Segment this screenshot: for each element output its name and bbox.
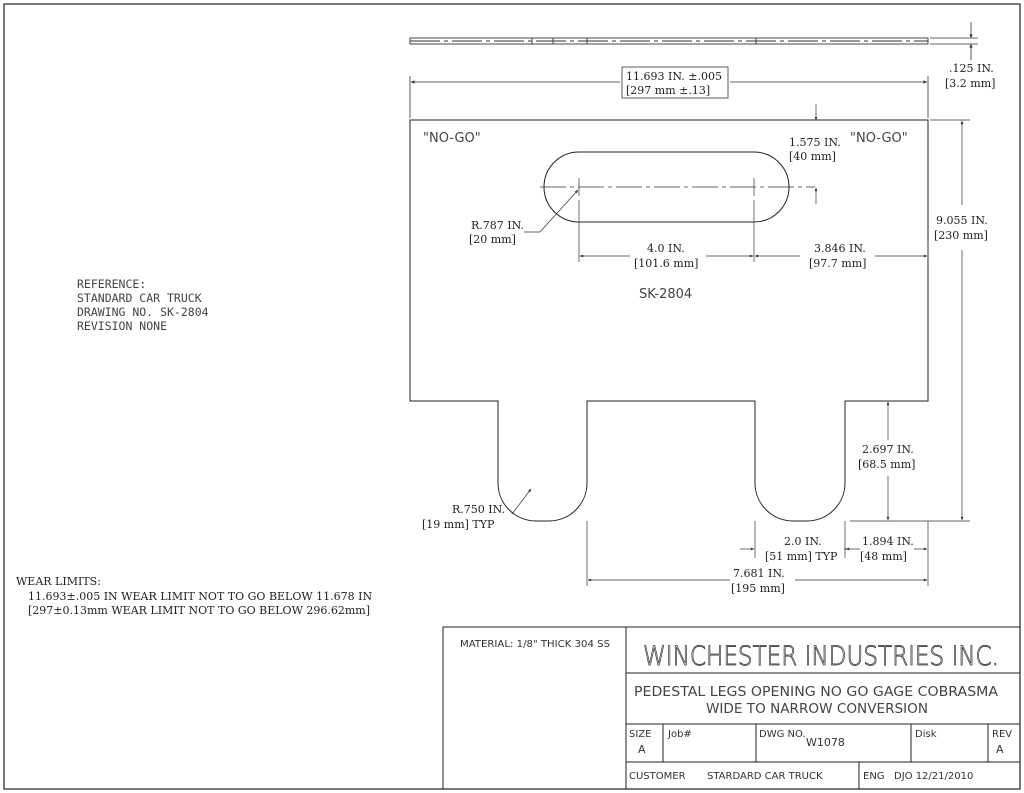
reference-line-1: STANDARD CAR TRUCK bbox=[77, 291, 202, 305]
slot-right-mm-label: [97.7 mm] bbox=[809, 257, 866, 270]
leg-width-in-label: 2.0 IN. bbox=[784, 535, 822, 548]
description-line-1: PEDESTAL LEGS OPENING NO GO GAGE COBRASM… bbox=[634, 685, 998, 700]
dwg-label: DWG NO. bbox=[759, 729, 806, 740]
rev-value: A bbox=[996, 743, 1004, 756]
width-in-label: 11.693 IN. ±.005 bbox=[626, 70, 722, 83]
thickness-in-label: .125 IN. bbox=[949, 62, 994, 75]
height-dimension bbox=[850, 119, 970, 522]
leg-radius-leader bbox=[511, 488, 532, 515]
height-in-label: 9.055 IN. bbox=[936, 214, 988, 227]
slot-center-in-label: 4.0 IN. bbox=[647, 242, 685, 255]
slot-right-in-label: 3.846 IN. bbox=[814, 242, 866, 255]
leg-span-in-label: 7.681 IN. bbox=[733, 567, 785, 580]
nogo-left-label: "NO-GO" bbox=[423, 131, 481, 146]
leg-offset-in-label: 1.894 IN. bbox=[862, 535, 914, 548]
slot-radius-in-label: R.787 IN. bbox=[471, 219, 524, 232]
height-mm-label: [230 mm] bbox=[934, 229, 988, 242]
customer-value: STARDARD CAR TRUCK bbox=[707, 771, 823, 782]
wear-limits-line-1: 11.693±.005 IN WEAR LIMIT NOT TO GO BELO… bbox=[28, 590, 373, 603]
material-label: MATERIAL: 1/8" THICK 304 SS bbox=[460, 639, 610, 650]
wear-limits-line-2: [297±0.13mm WEAR LIMIT NOT TO GO BELOW 2… bbox=[28, 604, 370, 617]
wear-limits-heading: WEAR LIMITS: bbox=[16, 575, 101, 588]
eng-label: ENG bbox=[863, 771, 885, 782]
thickness-dimension bbox=[930, 22, 978, 60]
leg-height-in-label: 2.697 IN. bbox=[862, 443, 914, 456]
job-label: Job# bbox=[667, 729, 692, 740]
wear-limits-note: WEAR LIMITS: 11.693±.005 IN WEAR LIMIT N… bbox=[16, 575, 373, 617]
size-value: A bbox=[638, 743, 646, 756]
slot-top-mm-label: [40 mm] bbox=[789, 150, 836, 163]
width-dimension bbox=[409, 66, 929, 118]
width-mm-label: [297 mm ±.13] bbox=[626, 84, 710, 97]
customer-label: CUSTOMER bbox=[629, 771, 686, 782]
rev-label: REV bbox=[992, 729, 1012, 740]
leg-offset-mm-label: [48 mm] bbox=[860, 550, 907, 563]
slot-top-in-label: 1.575 IN. bbox=[789, 136, 841, 149]
part-id-label: SK-2804 bbox=[639, 287, 692, 302]
slot-radius-leader bbox=[524, 189, 579, 233]
thickness-mm-label: [3.2 mm] bbox=[945, 77, 995, 90]
slot-radius-mm-label: [20 mm] bbox=[469, 233, 516, 246]
leg-radius-mm-label: [19 mm] TYP bbox=[422, 518, 495, 531]
dwg-value: W1078 bbox=[806, 736, 845, 749]
nogo-right-label: "NO-GO" bbox=[850, 131, 908, 146]
slot-centerlines bbox=[540, 178, 815, 196]
company-name: WINCHESTER INDUSTRIES INC. bbox=[643, 641, 999, 672]
reference-line-3: REVISION NONE bbox=[77, 319, 167, 333]
edge-view bbox=[409, 37, 929, 45]
size-label: SIZE bbox=[629, 729, 651, 740]
leg-width-mm-label: [51 mm] TYP bbox=[765, 550, 838, 563]
disk-label: Disk bbox=[915, 729, 937, 740]
slot-center-dimension bbox=[578, 200, 929, 262]
reference-line-2: DRAWING NO. SK-2804 bbox=[77, 305, 209, 319]
gage-outline bbox=[409, 119, 929, 522]
leg-span-mm-label: [195 mm] bbox=[731, 582, 785, 595]
reference-heading: REFERENCE: bbox=[77, 277, 146, 291]
description-line-2: WIDE TO NARROW CONVERSION bbox=[706, 702, 928, 717]
slot-center-mm-label: [101.6 mm] bbox=[634, 257, 698, 270]
title-block bbox=[442, 626, 1021, 790]
leg-radius-in-label: R.750 IN. bbox=[452, 503, 505, 516]
leg-height-mm-label: [68.5 mm] bbox=[858, 458, 915, 471]
reference-note: REFERENCE: STANDARD CAR TRUCK DRAWING NO… bbox=[77, 277, 209, 333]
leg-width-dimension bbox=[586, 521, 929, 586]
eng-value: DJO 12/21/2010 bbox=[894, 771, 973, 782]
